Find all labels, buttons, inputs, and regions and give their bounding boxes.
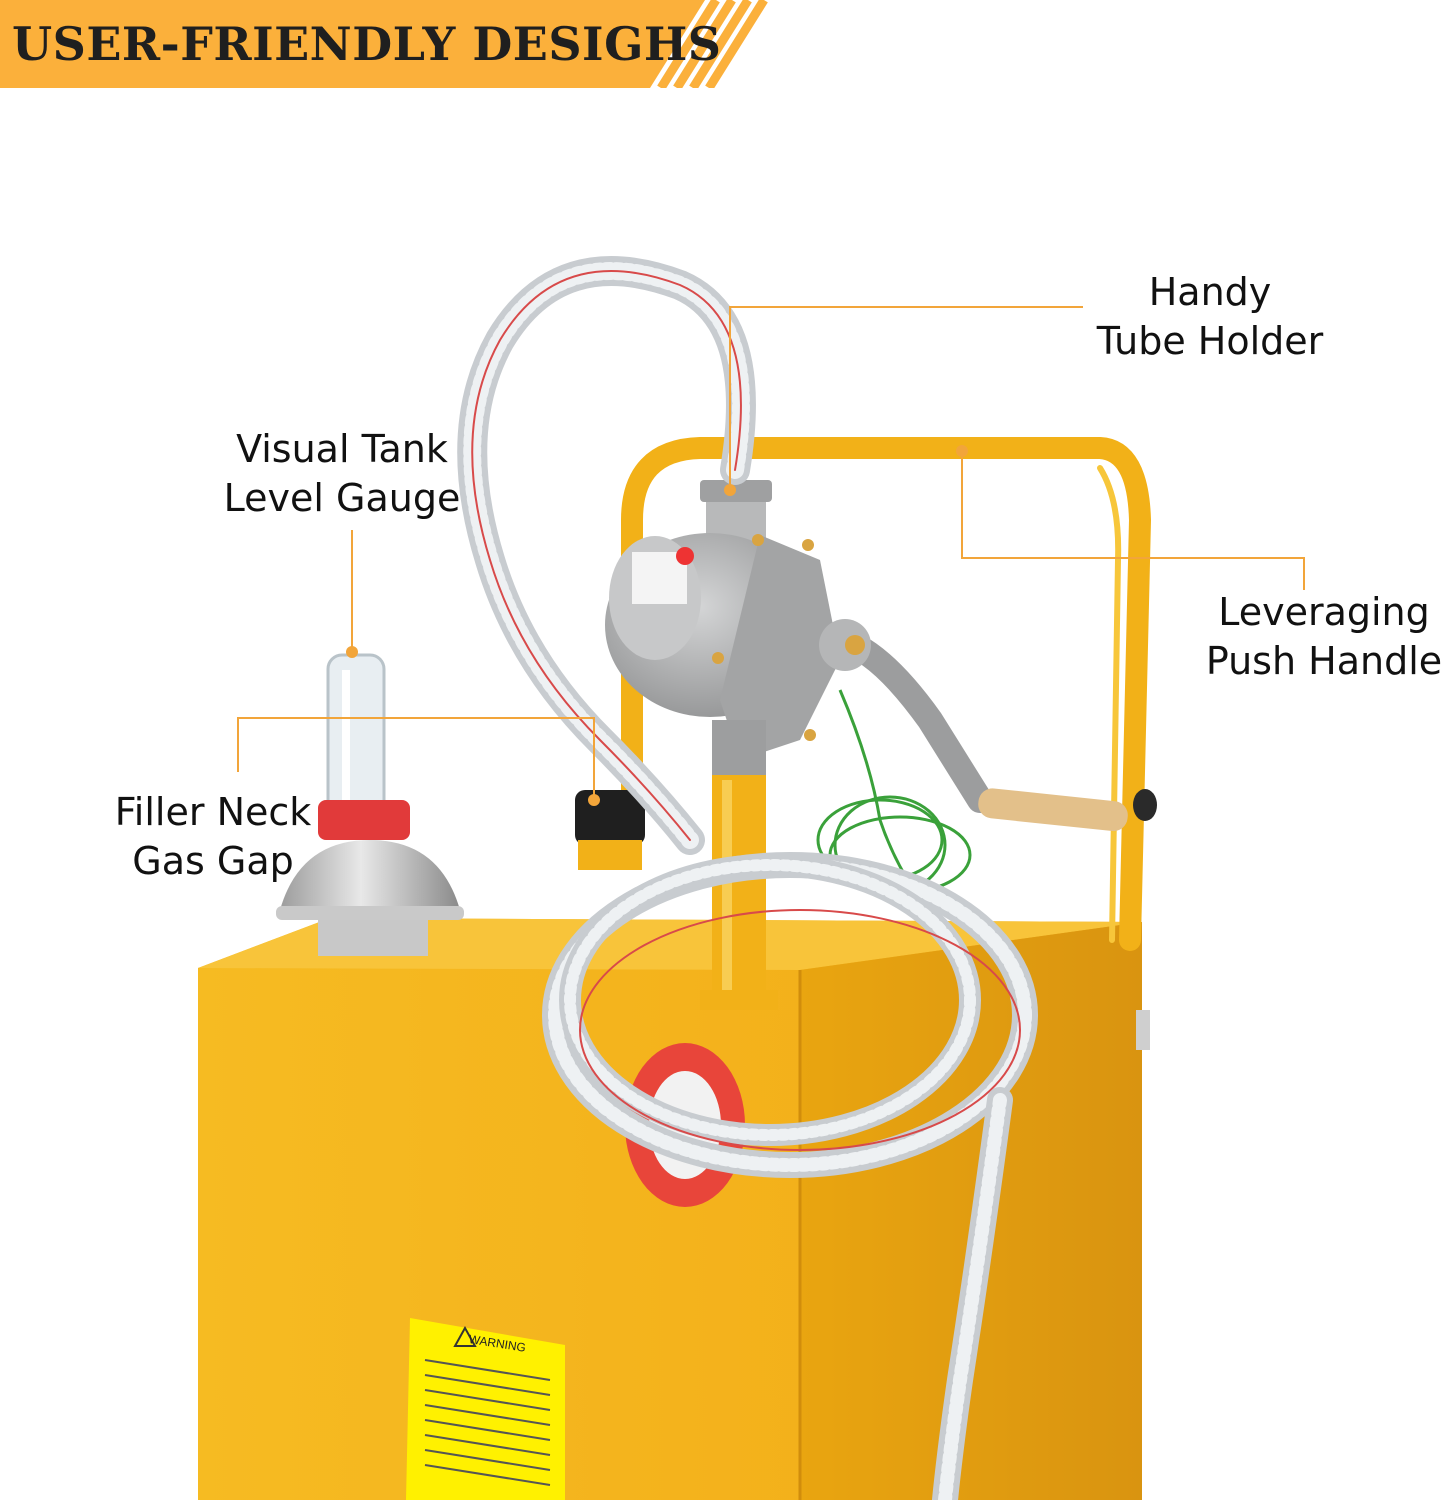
warning-sticker [406, 1318, 565, 1500]
filler-neck-cap [575, 790, 645, 870]
banner-background [0, 0, 768, 88]
leader-dots [346, 445, 968, 806]
callout-filler-neck-line2: Gas Gap [132, 839, 294, 883]
pump-column [700, 770, 778, 1010]
tank-body [198, 918, 1150, 1500]
rotary-pump [605, 480, 1157, 832]
callout-tube-holder-line1: Handy [1148, 270, 1272, 314]
banner-title: USER-FRIENDLY DESIGHS [12, 17, 722, 71]
leader-lines [237, 306, 1305, 800]
callout-level-gauge-line1: Visual Tank [236, 427, 448, 471]
level-gauge [276, 653, 464, 956]
callout-filler-neck: Filler Neck Gas Gap [100, 788, 326, 886]
transparent-hose [457, 256, 1038, 1500]
callout-push-handle-line2: Push Handle [1205, 639, 1443, 683]
callout-level-gauge-line2: Level Gauge [223, 476, 461, 520]
callout-tube-holder: Handy Tube Holder [1080, 268, 1340, 366]
callout-push-handle: Leveraging Push Handle [1196, 588, 1452, 686]
callout-tube-holder-line2: Tube Holder [1096, 319, 1324, 363]
callout-level-gauge: Visual Tank Level Gauge [212, 425, 472, 523]
callout-push-handle-line1: Leveraging [1218, 590, 1430, 634]
callout-filler-neck-line1: Filler Neck [114, 790, 312, 834]
